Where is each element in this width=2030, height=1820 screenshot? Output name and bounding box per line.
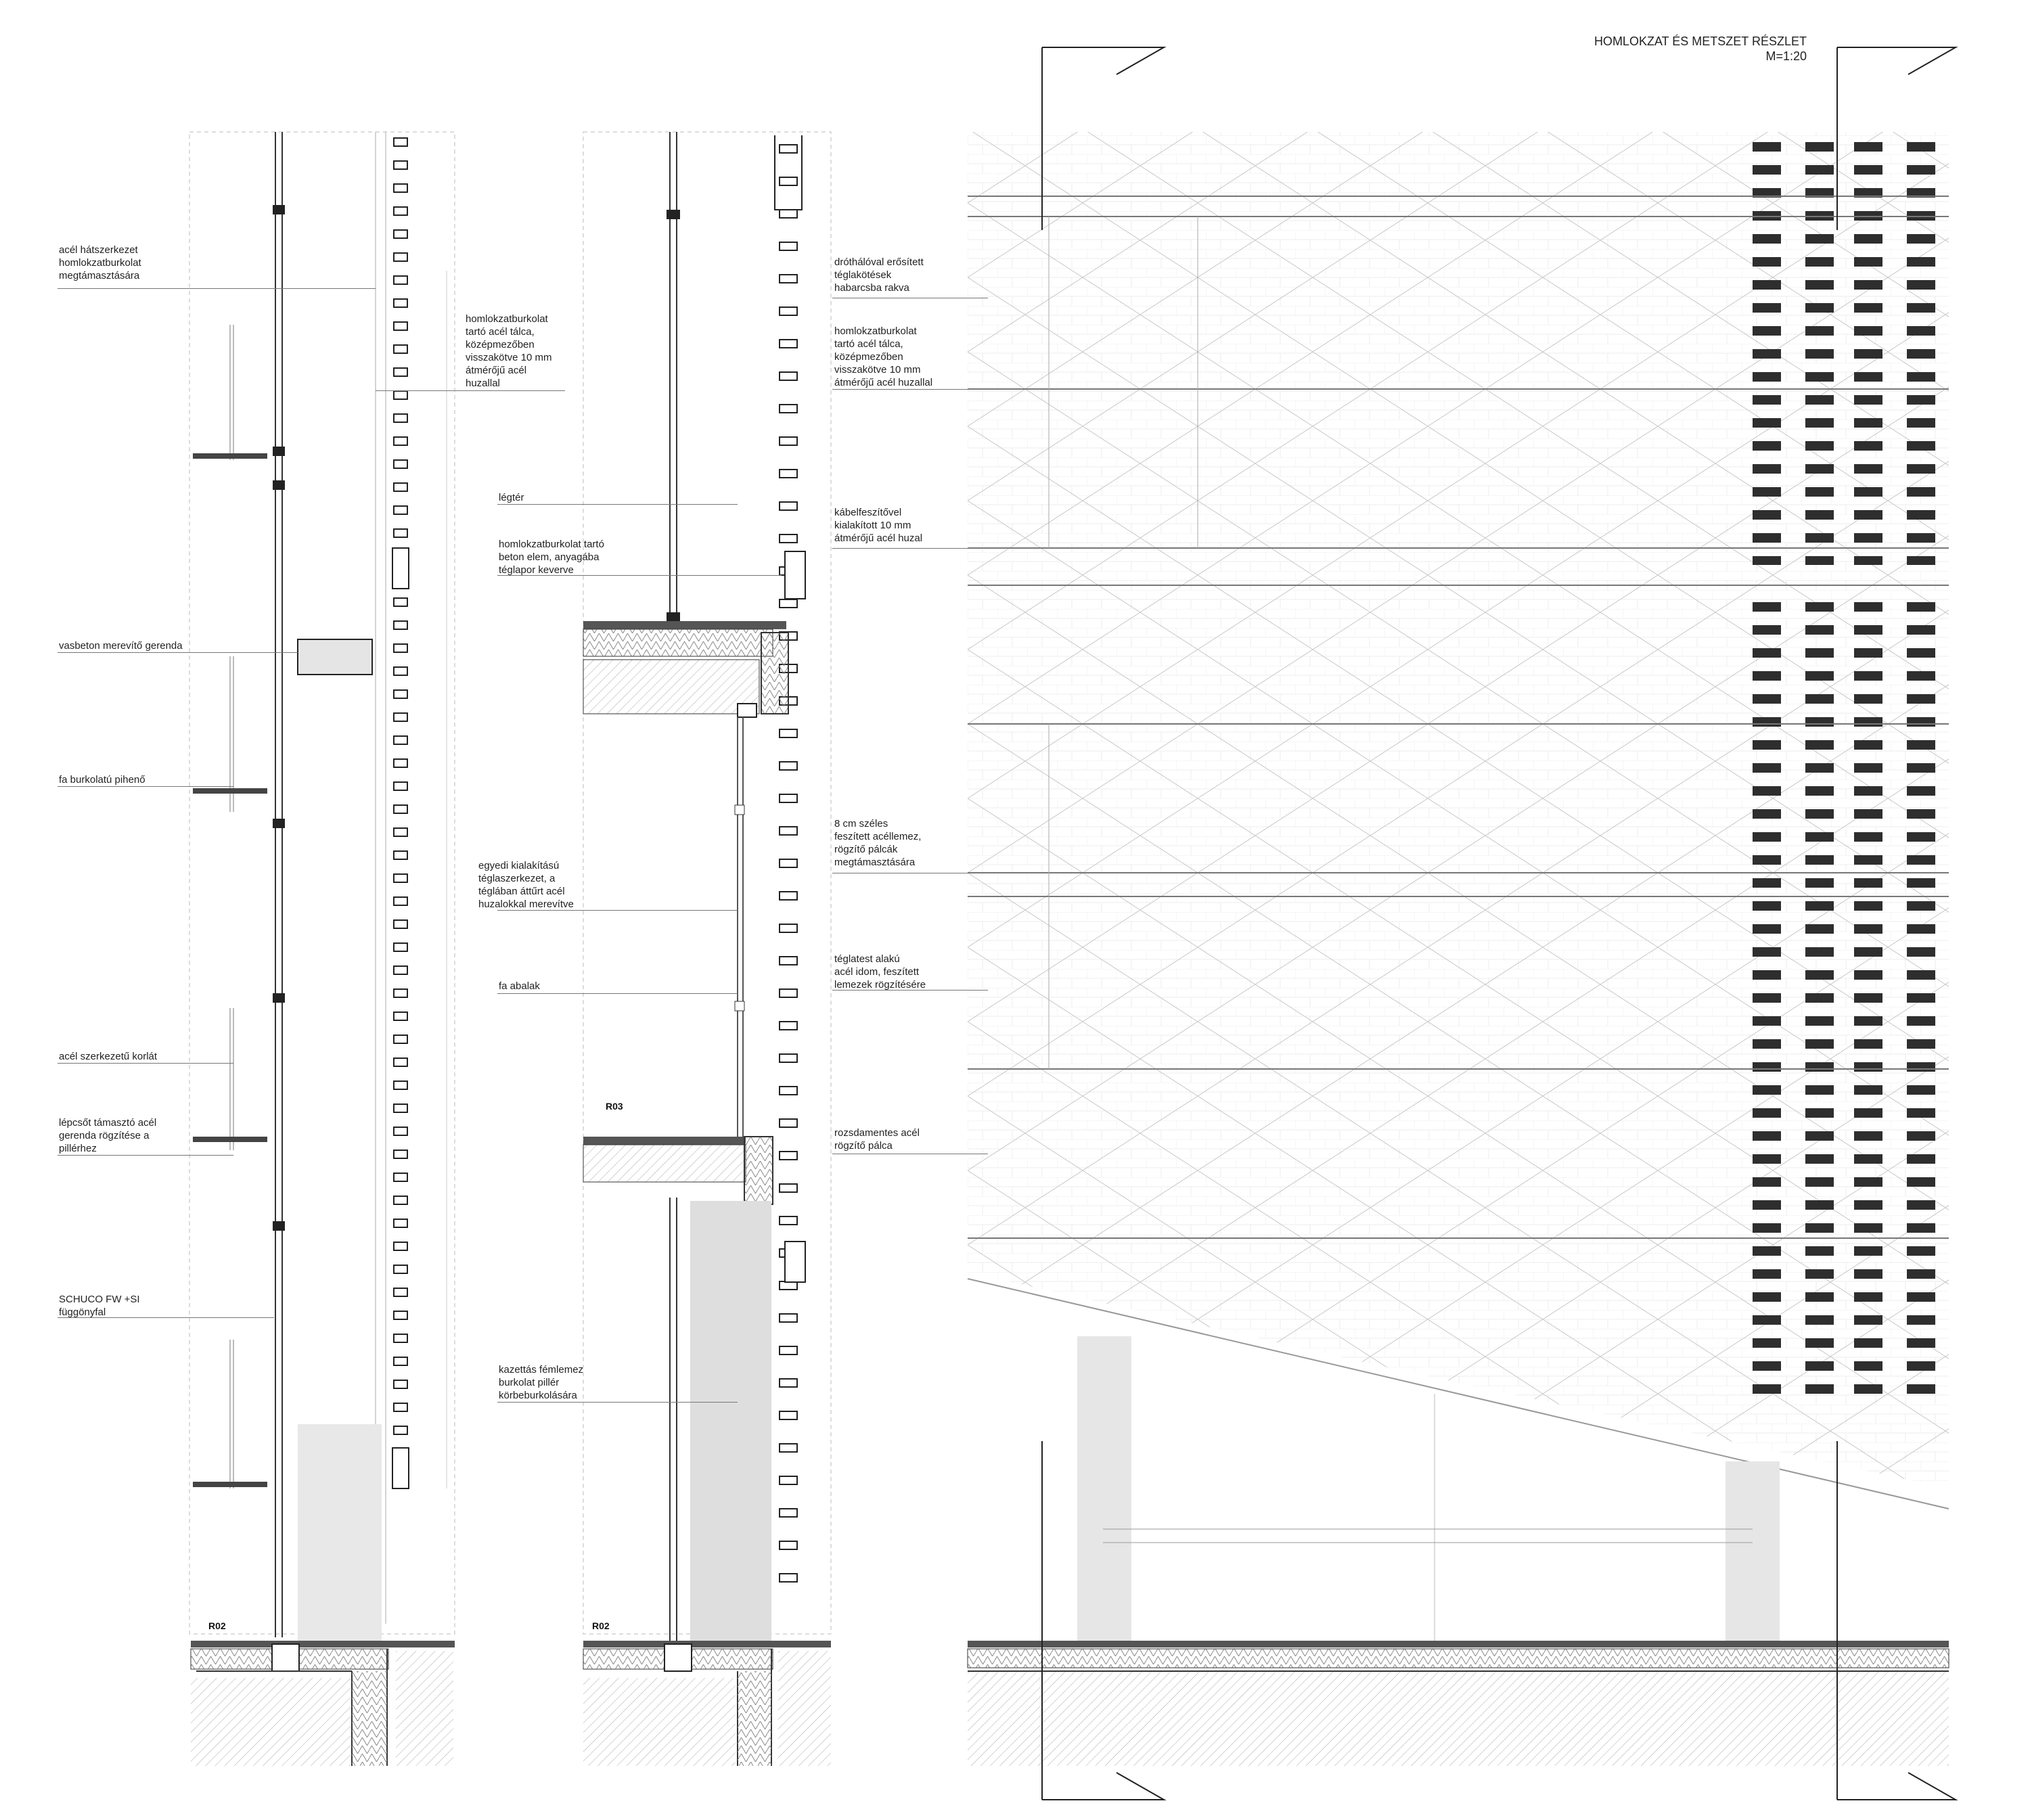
- label-acel-hatszerkezet: acél hátszerkezet homlokzatburkolat megt…: [59, 244, 141, 281]
- leader-line: [497, 504, 738, 505]
- label-talca-left: homlokzatburkolat tartó acél tálca, közé…: [466, 313, 552, 389]
- leader-line: [58, 786, 233, 787]
- leader-line: [58, 1317, 274, 1318]
- label-talca-right: homlokzatburkolat tartó acél tálca, közé…: [834, 325, 933, 388]
- label-fa-pihenő: fa burkolatú pihenő: [59, 774, 145, 786]
- left-section: [189, 131, 455, 1766]
- title-scale: M=1:20: [1765, 49, 1807, 63]
- leader-line: [497, 575, 782, 576]
- label-schuco: SCHUCO FW +SI függönyfal: [59, 1294, 140, 1318]
- leader-line: [832, 389, 988, 390]
- middle-section: [583, 131, 832, 1766]
- leader-line: [58, 1063, 233, 1064]
- leader-line: [832, 548, 988, 549]
- marker-r02-middle: R02: [592, 1620, 610, 1631]
- label-legter: légtér: [499, 492, 524, 503]
- leader-line: [58, 288, 376, 289]
- leader-line: [497, 993, 738, 994]
- label-lepcso: lépcsőt támasztó acél gerenda rögzítése …: [59, 1117, 157, 1154]
- label-egyedi: egyedi kialakítású téglaszerkezet, a tég…: [478, 860, 574, 910]
- section-cut-lines: [1041, 47, 1958, 1800]
- leader-line: [497, 910, 738, 911]
- leader-line: [832, 990, 988, 991]
- label-teglatest: téglatest alakú acél idom, feszített lem…: [834, 953, 926, 991]
- leader-line: [58, 652, 298, 653]
- label-rozsdamentes: rozsdamentes acél rögzítő pálca: [834, 1127, 920, 1152]
- label-vasbeton: vasbeton merevítő gerenda: [59, 640, 183, 652]
- marker-r02-left: R02: [208, 1620, 226, 1631]
- leader-line: [497, 1402, 738, 1403]
- leader-line: [58, 1155, 233, 1156]
- label-kabel: kábelfeszítővel kialakított 10 mm átmérő…: [834, 507, 923, 544]
- label-kazettas: kazettás fémlemez burkolat pillér körbeb…: [499, 1364, 584, 1401]
- title-line-1: HOMLOKZAT ÉS METSZET RÉSZLET: [1594, 35, 1807, 48]
- label-beton-elem: homlokzatburkolat tartó beton elem, anya…: [499, 539, 604, 576]
- label-korlat: acél szerkezetű korlát: [59, 1051, 158, 1062]
- marker-r03: R03: [606, 1101, 623, 1112]
- label-fa-abalak: fa abalak: [499, 980, 540, 992]
- leader-line: [376, 390, 565, 391]
- label-drothalo: dróthálóval erősített téglakötések habar…: [834, 256, 924, 294]
- drawing-title: HOMLOKZAT ÉS METSZET RÉSZLET M=1:20: [1570, 34, 1807, 64]
- label-acellemez: 8 cm széles feszített acéllemez, rögzítő…: [834, 818, 922, 868]
- facade-elevation: [967, 132, 1949, 1766]
